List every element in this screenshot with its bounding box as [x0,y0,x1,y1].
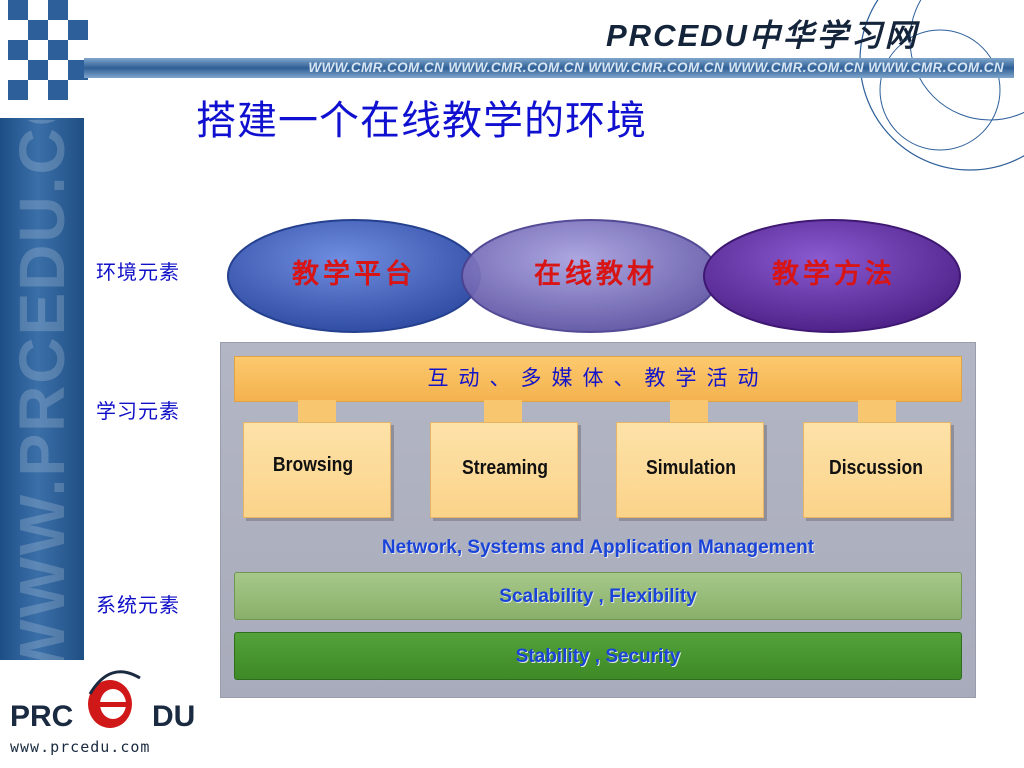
vertical-site-url: WWW.PRCEDU.COM [6,120,78,680]
learning-box-simulation [616,422,764,518]
interaction-bar [234,356,962,402]
logo-text-right: DU [152,700,196,733]
logo-e-icon [88,670,141,728]
checker-pattern [0,0,88,118]
brand-latin: PRCEDU [606,18,749,53]
connector [484,400,522,424]
learning-box-label: Simulation [646,457,736,479]
learning-box-label: Discussion [829,457,923,479]
ellipse-methods [703,219,961,333]
connector [298,400,336,424]
environment-item-materials: 在线教材 [534,259,658,290]
learning-box-browsing [243,422,391,518]
environment-item-platform: 教学平台 [292,259,416,290]
brand-chinese: 中华学习网 [748,18,919,53]
page-title: 搭建一个在线教学的环境 [196,98,647,144]
scalability-label: Scalability , Flexibility [499,586,697,607]
row-label-learning: 学习元素 [96,399,180,423]
logo-url: www.prcedu.com [10,738,151,756]
learning-box-label: Browsing [272,454,354,476]
connector [858,400,896,424]
logo-text-left: PRC [10,700,74,733]
stability-label: Stability , Security [515,646,681,667]
url-band: WWW.CMR.COM.CN WWW.CMR.COM.CN WWW.CMR.CO… [84,58,1014,78]
learning-box-streaming [430,422,578,518]
learning-box-discussion [803,422,951,518]
row-label-environment: 环境元素 [96,260,180,284]
connector [670,400,708,424]
environment-item-methods: 教学方法 [772,259,896,290]
brand-logo: PRCEDU中华学习网 [606,10,919,55]
row-label-system: 系统元素 [96,593,180,617]
stability-band [234,632,962,680]
learning-box-label: Streaming [461,457,549,479]
environment-ellipses [227,219,961,333]
interaction-bar-label: 互动、多媒体、教学活动 [427,366,769,390]
scalability-band [234,572,962,620]
left-decorative-strip [0,0,84,768]
network-management-label: Network, Systems and Application Managem… [381,537,815,558]
